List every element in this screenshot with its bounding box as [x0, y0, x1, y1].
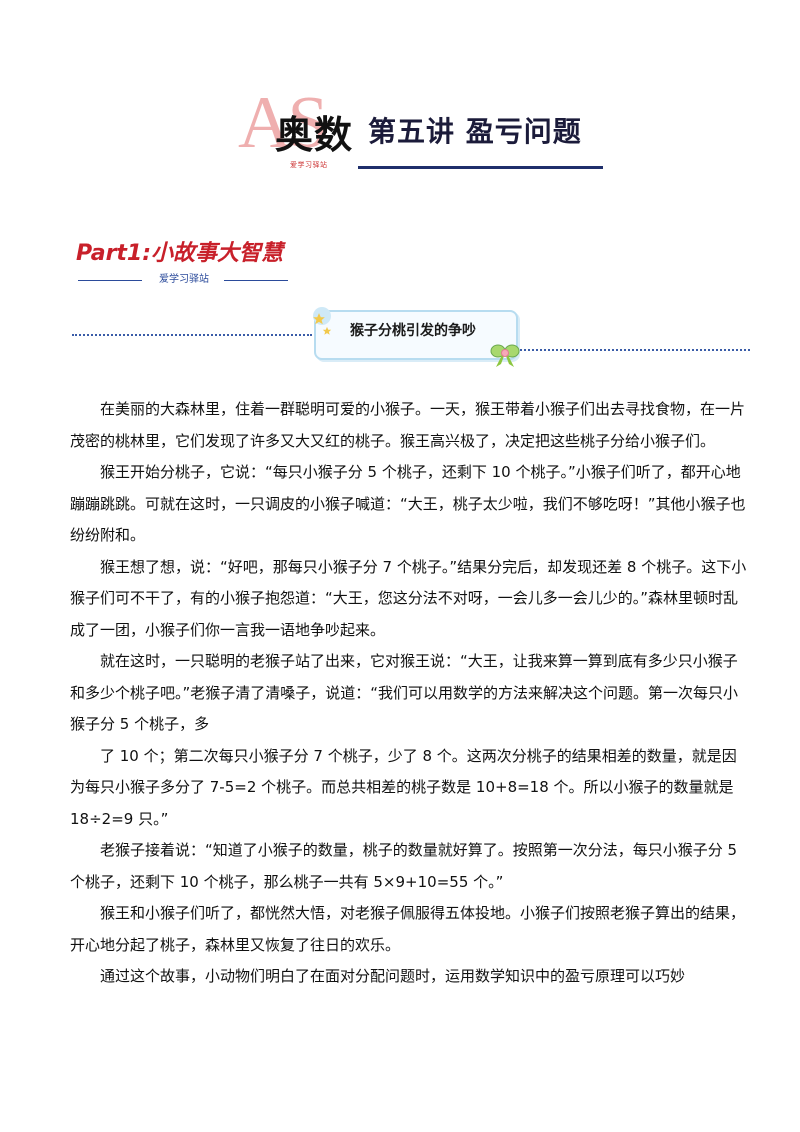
story-body: 在美丽的大森林里，住着一群聪明可爱的小猴子。一天，猴王带着小猴子们出去寻找食物，… — [70, 394, 750, 993]
story-paragraph: 通过这个故事，小动物们明白了在面对分配问题时，运用数学知识中的盈亏原理可以巧妙 — [100, 967, 686, 985]
logo-title: 奥数 — [275, 113, 354, 157]
part-subheading: 爱学习驿站 — [78, 273, 288, 287]
title-underline — [358, 166, 603, 169]
lecture-title: 第五讲 盈亏问题 — [368, 115, 582, 148]
bow-icon — [490, 344, 520, 367]
story-paragraph: 猴王和小猴子们听了，都恍然大悟，对老猴子佩服得五体投地。小猴子们按照老猴子算出的… — [70, 904, 746, 954]
story-paragraph: 猴王开始分桃子，它说：“每只小猴子分 5 个桃子，还剩下 10 个桃子。”小猴子… — [70, 463, 746, 544]
story-paragraph: 猴王想了想，说：“好吧，那每只小猴子分 7 个桃子。”结果分完后，却发现还差 8… — [70, 557, 747, 639]
story-paragraph: 老猴子接着说：“知道了小猴子的数量，桃子的数量就好算了。按照第一次分法，每只小猴… — [70, 841, 738, 891]
star-icon — [322, 326, 332, 335]
story-title: 猴子分桃引发的争吵 — [350, 323, 476, 339]
story-paragraph: 了 10 个；第二次每只小猴子分 7 个桃子，少了 8 个。这两次分桃子的结果相… — [70, 746, 737, 828]
dotted-divider-right — [520, 349, 750, 351]
story-paragraph: 就在这时，一只聪明的老猴子站了出来，它对猴王说：“大王，让我来算一算到底有多少只… — [70, 652, 739, 733]
part-subtitle: 爱学习驿站 — [159, 274, 209, 285]
page-header: AS 奥数 爱学习驿站 第五讲 盈亏问题 — [0, 0, 800, 200]
dotted-divider-left — [72, 334, 312, 336]
divider — [224, 280, 288, 281]
story-title-banner: 猴子分桃引发的争吵 — [308, 304, 520, 367]
star-icon — [313, 313, 325, 325]
part-heading: Part1:小故事大智慧 — [76, 241, 284, 266]
banner-frame — [314, 310, 518, 360]
logo-as-letters: AS — [238, 82, 329, 164]
logo-subtitle: 爱学习驿站 — [290, 161, 328, 169]
story-paragraph: 在美丽的大森林里，住着一群聪明可爱的小猴子。一天，猴王带着小猴子们出去寻找食物，… — [70, 400, 746, 450]
divider — [78, 280, 142, 281]
